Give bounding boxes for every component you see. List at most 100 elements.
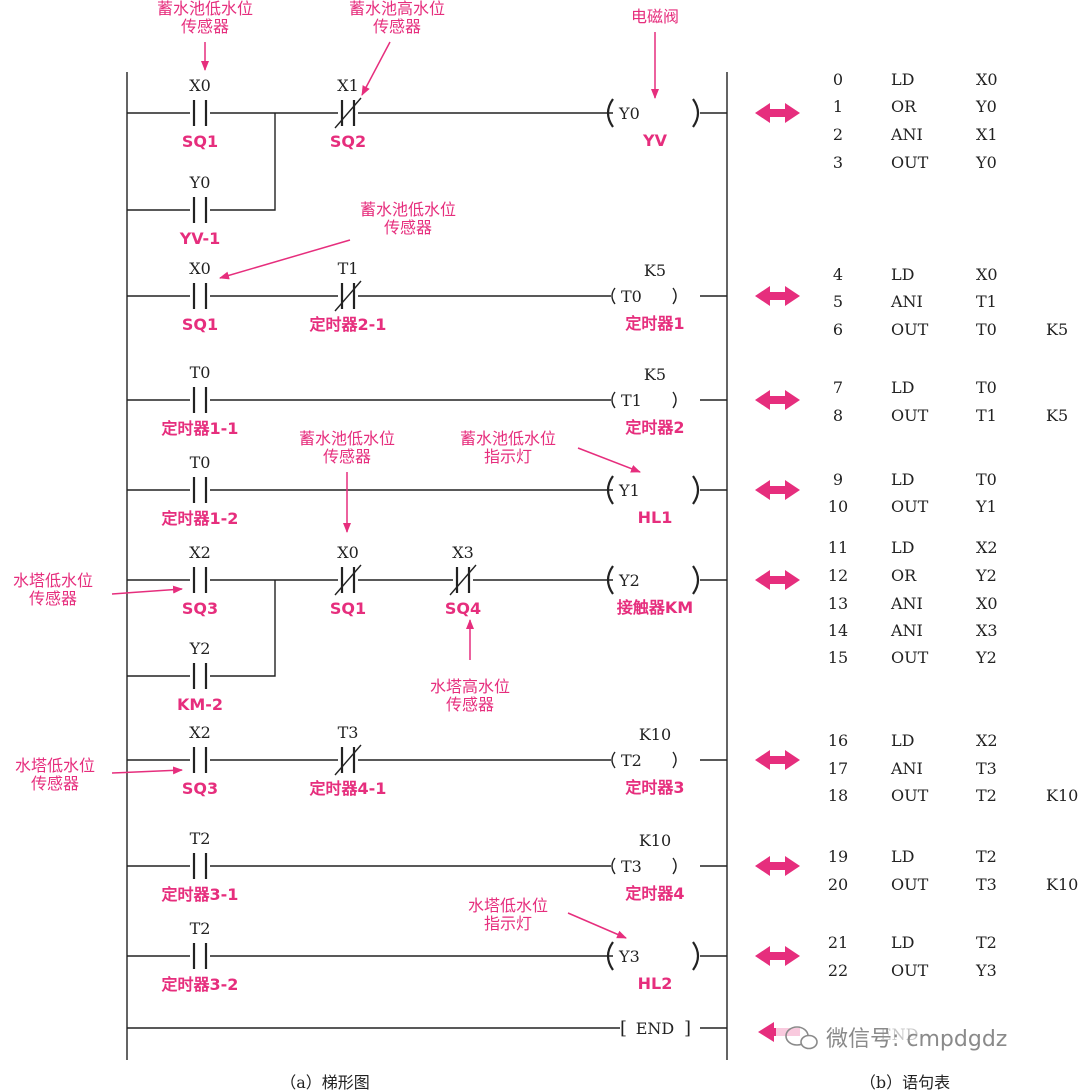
double-arrow-icon xyxy=(755,570,800,590)
statement-step: 15 xyxy=(828,648,848,667)
contact-address: Y0 xyxy=(189,173,211,192)
statement-op: OR xyxy=(891,566,917,585)
coil-address: T0 xyxy=(621,287,642,306)
contact-no: T2 定时器3-2 xyxy=(161,919,239,994)
statement-operand: Y0 xyxy=(975,97,997,116)
statement-step: 17 xyxy=(828,759,848,778)
contact-address: T3 xyxy=(338,723,359,742)
double-arrow-icon xyxy=(755,390,800,410)
statement-operand: T1 xyxy=(976,292,997,311)
contact-label: 定时器3-2 xyxy=(161,975,239,994)
double-arrow-shape xyxy=(755,750,800,770)
contact-address: X0 xyxy=(189,259,211,278)
statement-operand: X1 xyxy=(976,125,998,144)
coil-fill xyxy=(611,856,699,876)
annotation-text: 蓄水池低水位 xyxy=(460,429,556,448)
coil-label: 定时器4 xyxy=(624,884,684,903)
statement-op: OUT xyxy=(891,786,929,805)
annotation-text: 传感器 xyxy=(29,589,77,608)
statement-op: OUT xyxy=(891,320,929,339)
annotation-text: 蓄水池低水位 xyxy=(299,429,395,448)
coil-label: 定时器3 xyxy=(624,778,684,797)
coil-address: T3 xyxy=(621,857,642,876)
statement-op: OUT xyxy=(891,648,929,667)
coil-bracket-right xyxy=(692,941,700,971)
contact-label: 定时器2-1 xyxy=(309,315,387,334)
contact-slash xyxy=(334,280,362,312)
statement-op: OUT xyxy=(891,153,929,172)
double-arrow-icon xyxy=(755,856,800,876)
statement-operand: T0 xyxy=(976,470,997,489)
statement-op: LD xyxy=(891,538,914,557)
statement-operand: X0 xyxy=(976,265,998,284)
contact-slash xyxy=(334,564,362,596)
statement-op: OUT xyxy=(891,406,929,425)
statement-op: LD xyxy=(891,470,914,489)
statement-operand: X3 xyxy=(976,621,998,640)
statement-step: 16 xyxy=(828,731,848,750)
coil-label: HL2 xyxy=(638,974,673,993)
statement-operand: Y1 xyxy=(975,497,997,516)
statement-op: ANI xyxy=(890,594,923,613)
double-arrow-shape xyxy=(755,103,800,123)
coil-fill xyxy=(615,568,691,592)
coil-bracket-left xyxy=(606,941,614,971)
contact-address: T2 xyxy=(190,919,211,938)
double-arrow-shape xyxy=(755,480,800,500)
annotation-text: 传感器 xyxy=(31,774,79,793)
coil-constant: K10 xyxy=(639,831,671,850)
annotation-text: 水塔低水位 xyxy=(468,896,548,915)
watermark: 微信号: cmpdgdz xyxy=(776,1016,1038,1052)
caption-ladder: （a）梯形图 xyxy=(280,1073,370,1092)
double-arrow-icon xyxy=(755,103,800,123)
double-arrow-shape xyxy=(755,946,800,966)
coil-bracket-right xyxy=(672,857,677,875)
coil-bracket-left xyxy=(611,857,616,875)
statement-constant: K5 xyxy=(1046,406,1068,425)
coil-fill xyxy=(615,101,691,125)
double-arrow-icon xyxy=(755,286,800,306)
coil-label: 定时器1 xyxy=(624,314,684,333)
double-arrow-icon xyxy=(755,946,800,966)
contact-address: X2 xyxy=(189,723,211,742)
coil-bracket-right xyxy=(672,751,677,769)
branch-wire-y2 xyxy=(127,580,276,677)
coil-bracket-right xyxy=(692,565,700,595)
branch-wire-y0 xyxy=(127,113,276,211)
statement-step: 14 xyxy=(828,621,848,640)
coil-bracket-left xyxy=(606,98,614,128)
coil-bracket-right xyxy=(692,475,700,505)
coil-fill xyxy=(611,286,699,306)
statement-step: 0 xyxy=(833,70,843,89)
annotation-text: 传感器 xyxy=(181,17,229,36)
contact-label: YV-1 xyxy=(179,229,221,248)
statement-op: OUT xyxy=(891,961,929,980)
statement-op: LD xyxy=(891,378,914,397)
annotation-arrow-icon xyxy=(111,766,183,775)
contact-slash xyxy=(334,744,362,776)
